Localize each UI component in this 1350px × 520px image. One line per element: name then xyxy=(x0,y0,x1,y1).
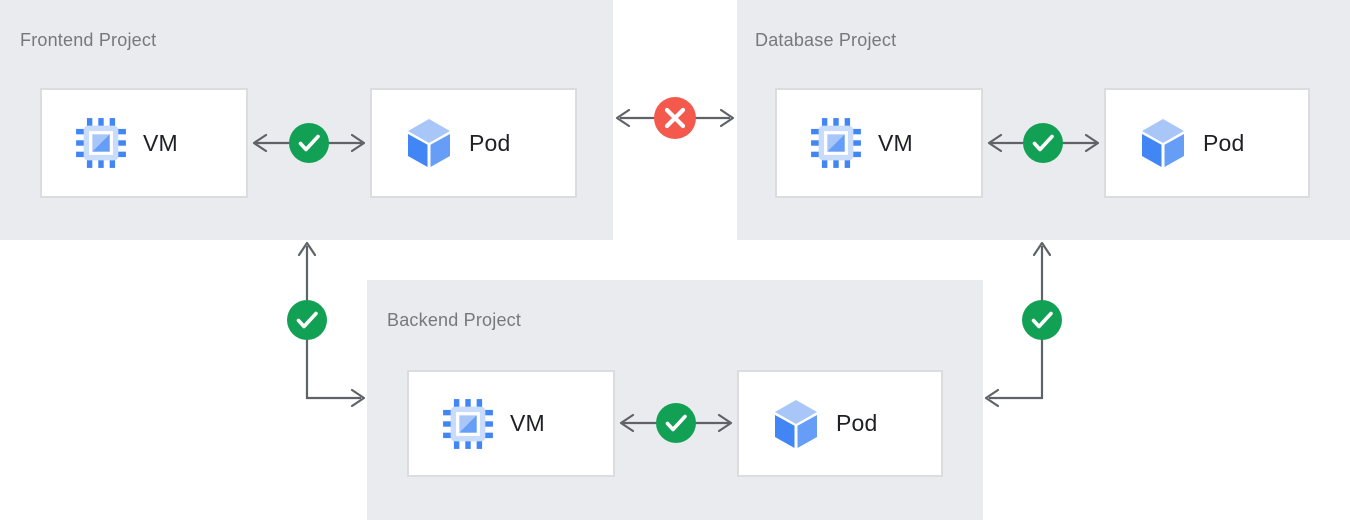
panel-database-label: Database Project xyxy=(755,30,897,50)
check-circle-icon xyxy=(1022,300,1062,340)
panel-frontend: Frontend Project VM xyxy=(0,0,613,240)
panel-backend-label: Backend Project xyxy=(387,310,522,330)
chip-icon xyxy=(443,398,493,449)
cube-icon xyxy=(775,399,817,448)
frontend-vm-label: VM xyxy=(143,129,178,156)
connection-frontend-backend xyxy=(287,241,366,408)
cube-icon xyxy=(1142,119,1184,167)
check-circle-icon xyxy=(287,300,327,340)
frontend-vm-node: VM xyxy=(40,88,248,198)
chip-icon xyxy=(811,118,861,168)
database-pod-node: Pod xyxy=(1104,88,1310,198)
cube-icon xyxy=(408,119,450,167)
database-vm-node: VM xyxy=(775,88,983,198)
panel-backend: Backend Project VM P xyxy=(367,280,983,520)
backend-vm-label: VM xyxy=(510,410,545,436)
connection-database-backend xyxy=(984,241,1062,408)
backend-pod-label: Pod xyxy=(836,410,878,436)
database-vm-label: VM xyxy=(878,129,913,156)
backend-pod-node: Pod xyxy=(737,370,943,477)
backend-vm-node: VM xyxy=(407,370,615,477)
chip-icon xyxy=(76,118,126,168)
x-circle-icon xyxy=(654,97,696,139)
connection-frontend-database-blocked xyxy=(615,97,735,139)
frontend-pod-label: Pod xyxy=(469,129,511,156)
panel-database: Database Project VM xyxy=(737,0,1350,240)
panel-frontend-label: Frontend Project xyxy=(20,30,157,50)
database-pod-label: Pod xyxy=(1203,129,1245,156)
frontend-pod-node: Pod xyxy=(370,88,577,198)
